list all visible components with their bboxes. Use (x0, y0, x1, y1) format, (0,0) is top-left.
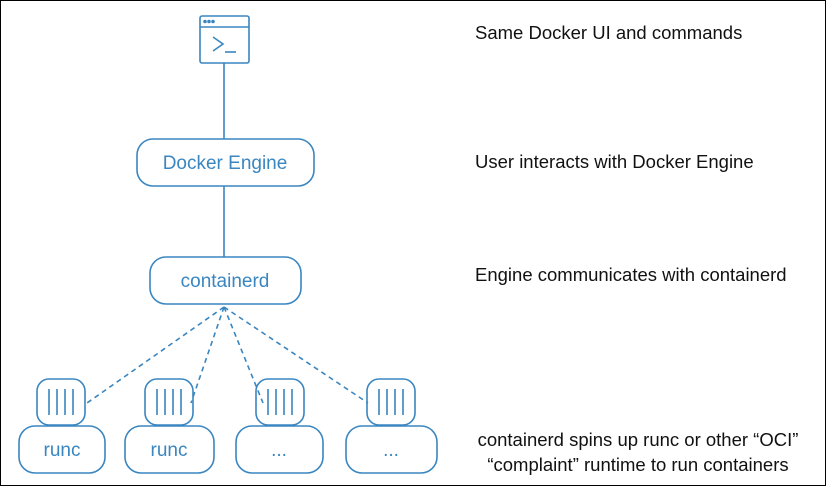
runtime-label-1: runc (44, 440, 81, 461)
runtime-box-1 (18, 425, 106, 474)
caption-engine: User interacts with Docker Engine (475, 151, 754, 172)
runtime-label-3: ... (271, 440, 287, 461)
runtime-label-4: ... (383, 440, 399, 461)
connector-containerd-runtime-2 (190, 306, 225, 404)
connector-containerd-runtime-1 (86, 306, 225, 404)
connector-containerd-runtime-3 (223, 306, 264, 404)
connector-containerd-runtime-4 (223, 306, 369, 404)
container-icon (366, 378, 416, 426)
caption-cli: Same Docker UI and commands (475, 22, 743, 43)
caption-runtime-line-1: containerd spins up runc or other “OCI” (477, 429, 799, 450)
containerd-box (149, 256, 302, 305)
docker-engine-box (136, 138, 315, 187)
docker-engine-label: Docker Engine (163, 153, 288, 174)
caption-runtime-line-2: “complaint” runtime to run containers (487, 454, 789, 475)
runtime-box-2 (124, 425, 215, 474)
runtime-box-4 (345, 425, 438, 474)
container-icon (255, 378, 305, 426)
container-icon (36, 378, 86, 426)
caption-containerd: Engine communicates with containerd (475, 264, 787, 285)
runtime-label-2: runc (151, 440, 188, 461)
caption-runtime: containerd spins up runc or other “OCI” … (463, 427, 813, 477)
runtime-box-3 (235, 425, 324, 474)
container-icon (144, 378, 194, 426)
containerd-label: containerd (181, 271, 270, 292)
terminal-icon (199, 15, 250, 64)
